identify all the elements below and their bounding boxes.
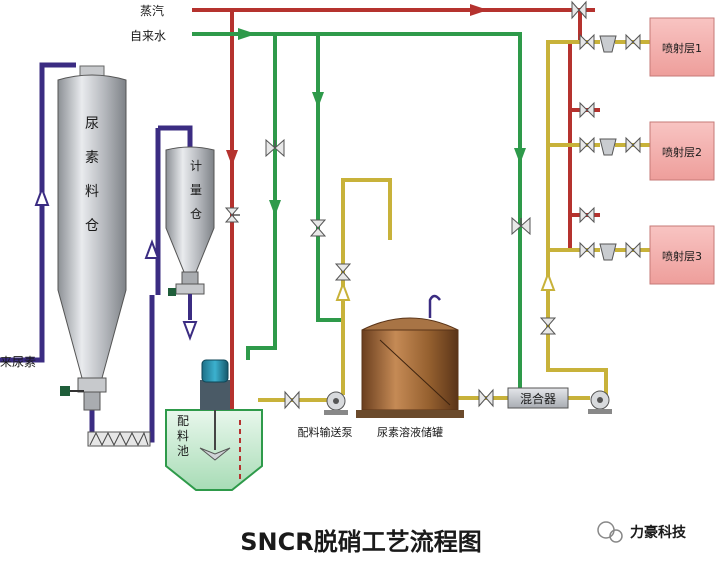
pool-label-3: 池	[177, 444, 189, 458]
water-arrow-right	[238, 28, 256, 40]
nozzle-icon	[599, 35, 617, 53]
flow-arrows	[34, 4, 556, 341]
valve-stems	[232, 140, 522, 226]
water-lines	[192, 32, 522, 395]
nozzle-icon	[599, 243, 617, 261]
solution-arrow-up-2	[540, 271, 556, 291]
steam-arrow-down	[226, 150, 238, 166]
valve-icon	[284, 390, 300, 410]
pool-label-1: 配	[177, 414, 189, 428]
steam-label: 蒸汽	[140, 3, 164, 18]
spray-layer-3: 喷射层3	[649, 225, 715, 285]
valve-icon	[625, 136, 641, 154]
valve-icon	[539, 317, 557, 335]
urea-in-label: 来尿素	[0, 355, 36, 369]
storage-tank-label: 尿素溶液储罐	[377, 425, 443, 439]
nozzle-mixers	[599, 35, 617, 261]
spray-layer-1: 喷射层1	[649, 17, 715, 77]
meter-bin-label-1: 计	[190, 159, 202, 173]
mixer-pump	[588, 390, 612, 414]
silo-label-1: 尿	[85, 116, 99, 132]
silo-label-3: 料	[85, 184, 99, 200]
urea-silo	[57, 65, 127, 411]
water-arrow-down-3	[514, 148, 526, 164]
screw-conveyor	[87, 431, 151, 447]
meter-bin	[165, 146, 215, 320]
meter-bin-label-2: 量	[190, 183, 202, 197]
urea-arrow-down	[182, 321, 198, 341]
silo-label-2: 素	[85, 150, 99, 166]
mixer	[507, 387, 569, 409]
water-arrow-down-2	[312, 92, 324, 108]
valve-icon	[625, 33, 641, 51]
urea-arrow-up-2	[144, 239, 160, 259]
wechat-icon	[597, 521, 615, 539]
mixer-label: 混合器	[520, 391, 556, 406]
nozzle-icon	[599, 138, 617, 156]
dosing-pump-label: 配料输送泵	[298, 425, 353, 439]
solution-arrow-up	[335, 281, 351, 301]
valve-icon	[579, 33, 595, 51]
valve-icon	[579, 241, 595, 259]
valve-icon	[579, 101, 595, 119]
watermark-text: 力豪科技	[630, 524, 687, 541]
steam-arrow-right	[470, 4, 488, 16]
valve-icon	[309, 219, 327, 237]
pool-label-2: 料	[177, 429, 189, 443]
valve-icon	[579, 206, 595, 224]
valve-icon	[334, 263, 352, 281]
valve-icon	[625, 241, 641, 259]
storage-tank	[356, 294, 464, 418]
dosing-pump	[324, 391, 348, 415]
diagram-title: SNCR脱硝工艺流程图	[240, 528, 481, 556]
valve-icon	[579, 136, 595, 154]
valve-icon	[571, 0, 587, 20]
tap-water-label: 自来水	[130, 29, 166, 43]
water-arrow-down-1	[269, 200, 281, 216]
spray-layer-3-label: 喷射层3	[662, 249, 702, 263]
spray-layer-2: 喷射层2	[649, 121, 715, 181]
urea-arrow-up	[34, 186, 50, 206]
mixing-pool	[165, 359, 263, 491]
valves	[224, 0, 641, 410]
meter-bin-label-3: 仓	[190, 207, 202, 221]
watermark: 力豪科技	[597, 521, 687, 543]
spray-layer-1-label: 喷射层1	[662, 41, 702, 55]
spray-layer-2-label: 喷射层2	[662, 145, 702, 159]
valve-icon	[478, 388, 494, 408]
silo-label-4: 仓	[85, 218, 99, 234]
